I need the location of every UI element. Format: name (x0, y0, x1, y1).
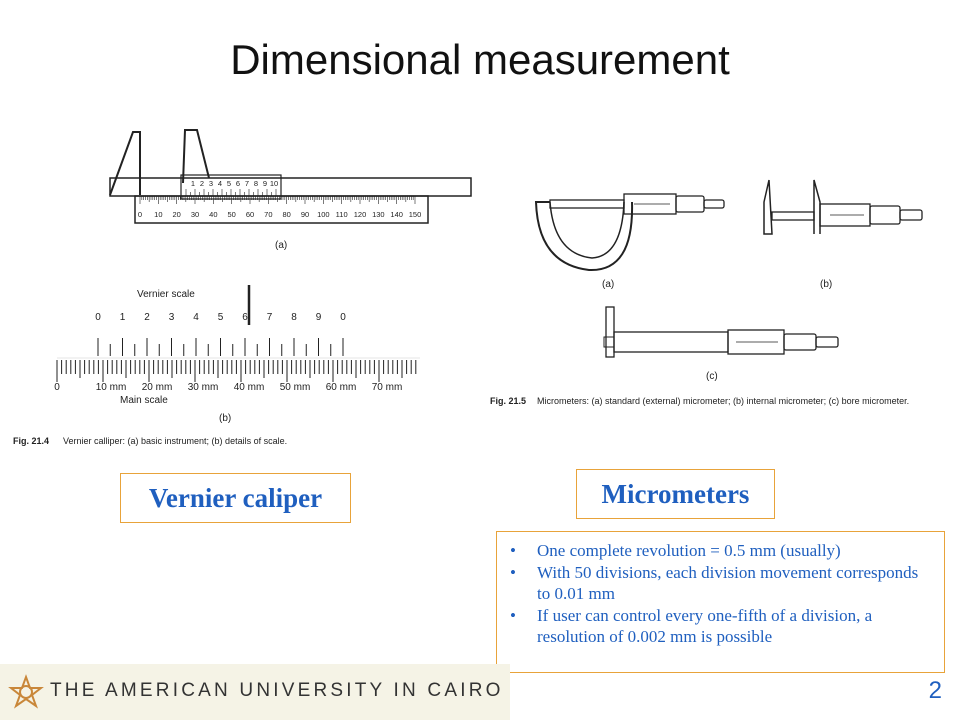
scale-number: 120 (354, 210, 367, 219)
micrometers-label: Micrometers (576, 469, 775, 519)
footer-band (0, 664, 510, 720)
scale-number: 1 (191, 179, 195, 188)
scale-number: 8 (291, 312, 297, 323)
scale-number: 30 (191, 210, 199, 219)
scale-number: 6 (242, 312, 248, 323)
micrometer-sub-b: (b) (820, 279, 832, 290)
sub-a-label: (a) (275, 240, 287, 251)
slide-title: Dimensional measurement (230, 36, 730, 83)
scale-number: 30 mm (188, 382, 219, 393)
scale-number: 0 (54, 382, 60, 393)
scale-number: 5 (218, 312, 224, 323)
page-number: 2 (928, 677, 942, 704)
university-name: THE AMERICAN UNIVERSITY IN CAIRO (50, 680, 504, 701)
scale-number: 10 mm (96, 382, 127, 393)
scale-number: 20 (172, 210, 180, 219)
micrometer-sub-c: (c) (706, 371, 718, 382)
scale-number: 2 (144, 312, 150, 323)
scale-number: 3 (169, 312, 175, 323)
scale-number: 9 (316, 312, 322, 323)
sub-b-label: (b) (219, 413, 231, 424)
scale-number: 3 (209, 179, 213, 188)
scale-number: 10 (154, 210, 162, 219)
scale-number: 40 mm (234, 382, 265, 393)
scale-number: 2 (200, 179, 204, 188)
scale-number: 90 (301, 210, 309, 219)
scale-number: 4 (193, 312, 199, 323)
scale-number: 100 (317, 210, 330, 219)
micrometers-figure: (a) (b) (c) Fig. 21.5 Micrometers: (a) s… (484, 172, 954, 412)
scale-number: 6 (236, 179, 240, 188)
scale-number: 70 mm (372, 382, 403, 393)
scale-number: 9 (263, 179, 267, 188)
scale-number: 70 (264, 210, 272, 219)
auc-logo-icon (8, 674, 44, 709)
scale-number: 0 (340, 312, 346, 323)
bullet-item: If user can control every one-fifth of a… (510, 605, 934, 647)
scale-number: 5 (227, 179, 231, 188)
scale-number: 1 (120, 312, 126, 323)
bullet-item: One complete revolution = 0.5 mm (usuall… (510, 540, 934, 561)
vernier-caption-text: Vernier calliper: (a) basic instrument; … (63, 436, 287, 446)
vernier-caption-fig: Fig. 21.4 (13, 436, 49, 446)
scale-number: 4 (218, 179, 222, 188)
scale-number: 7 (245, 179, 249, 188)
scale-number: 60 (246, 210, 254, 219)
scale-number: 80 (282, 210, 290, 219)
scale-number: 150 (409, 210, 422, 219)
micrometer-caption-text: Micrometers: (a) standard (external) mic… (537, 396, 909, 406)
scale-number: 50 (227, 210, 235, 219)
scale-number: 40 (209, 210, 217, 219)
scale-number: 50 mm (280, 382, 311, 393)
scale-number: 20 mm (142, 382, 173, 393)
scale-number: 140 (390, 210, 403, 219)
scale-number: 110 (336, 210, 348, 219)
scale-number: 0 (138, 210, 142, 219)
micrometers-drawing: (a) (b) (c) Fig. 21.5 Micrometers: (a) s… (490, 179, 923, 406)
scale-number: 7 (267, 312, 273, 323)
vernier-scale-label: Vernier scale (137, 289, 195, 300)
scale-number: 0 (95, 312, 101, 323)
main-scale-label: Main scale (120, 395, 168, 406)
scale-number: 10 (270, 179, 278, 188)
micrometer-sub-a: (a) (602, 279, 614, 290)
scale-number: 130 (372, 210, 385, 219)
scale-number: 8 (254, 179, 258, 188)
vernier-caliper-label: Vernier caliper (120, 473, 351, 523)
micrometer-notes: One complete revolution = 0.5 mm (usuall… (496, 531, 945, 673)
bullet-item: With 50 divisions, each division movemen… (510, 562, 934, 604)
scale-number: 60 mm (326, 382, 357, 393)
micrometer-caption-fig: Fig. 21.5 (490, 396, 526, 406)
